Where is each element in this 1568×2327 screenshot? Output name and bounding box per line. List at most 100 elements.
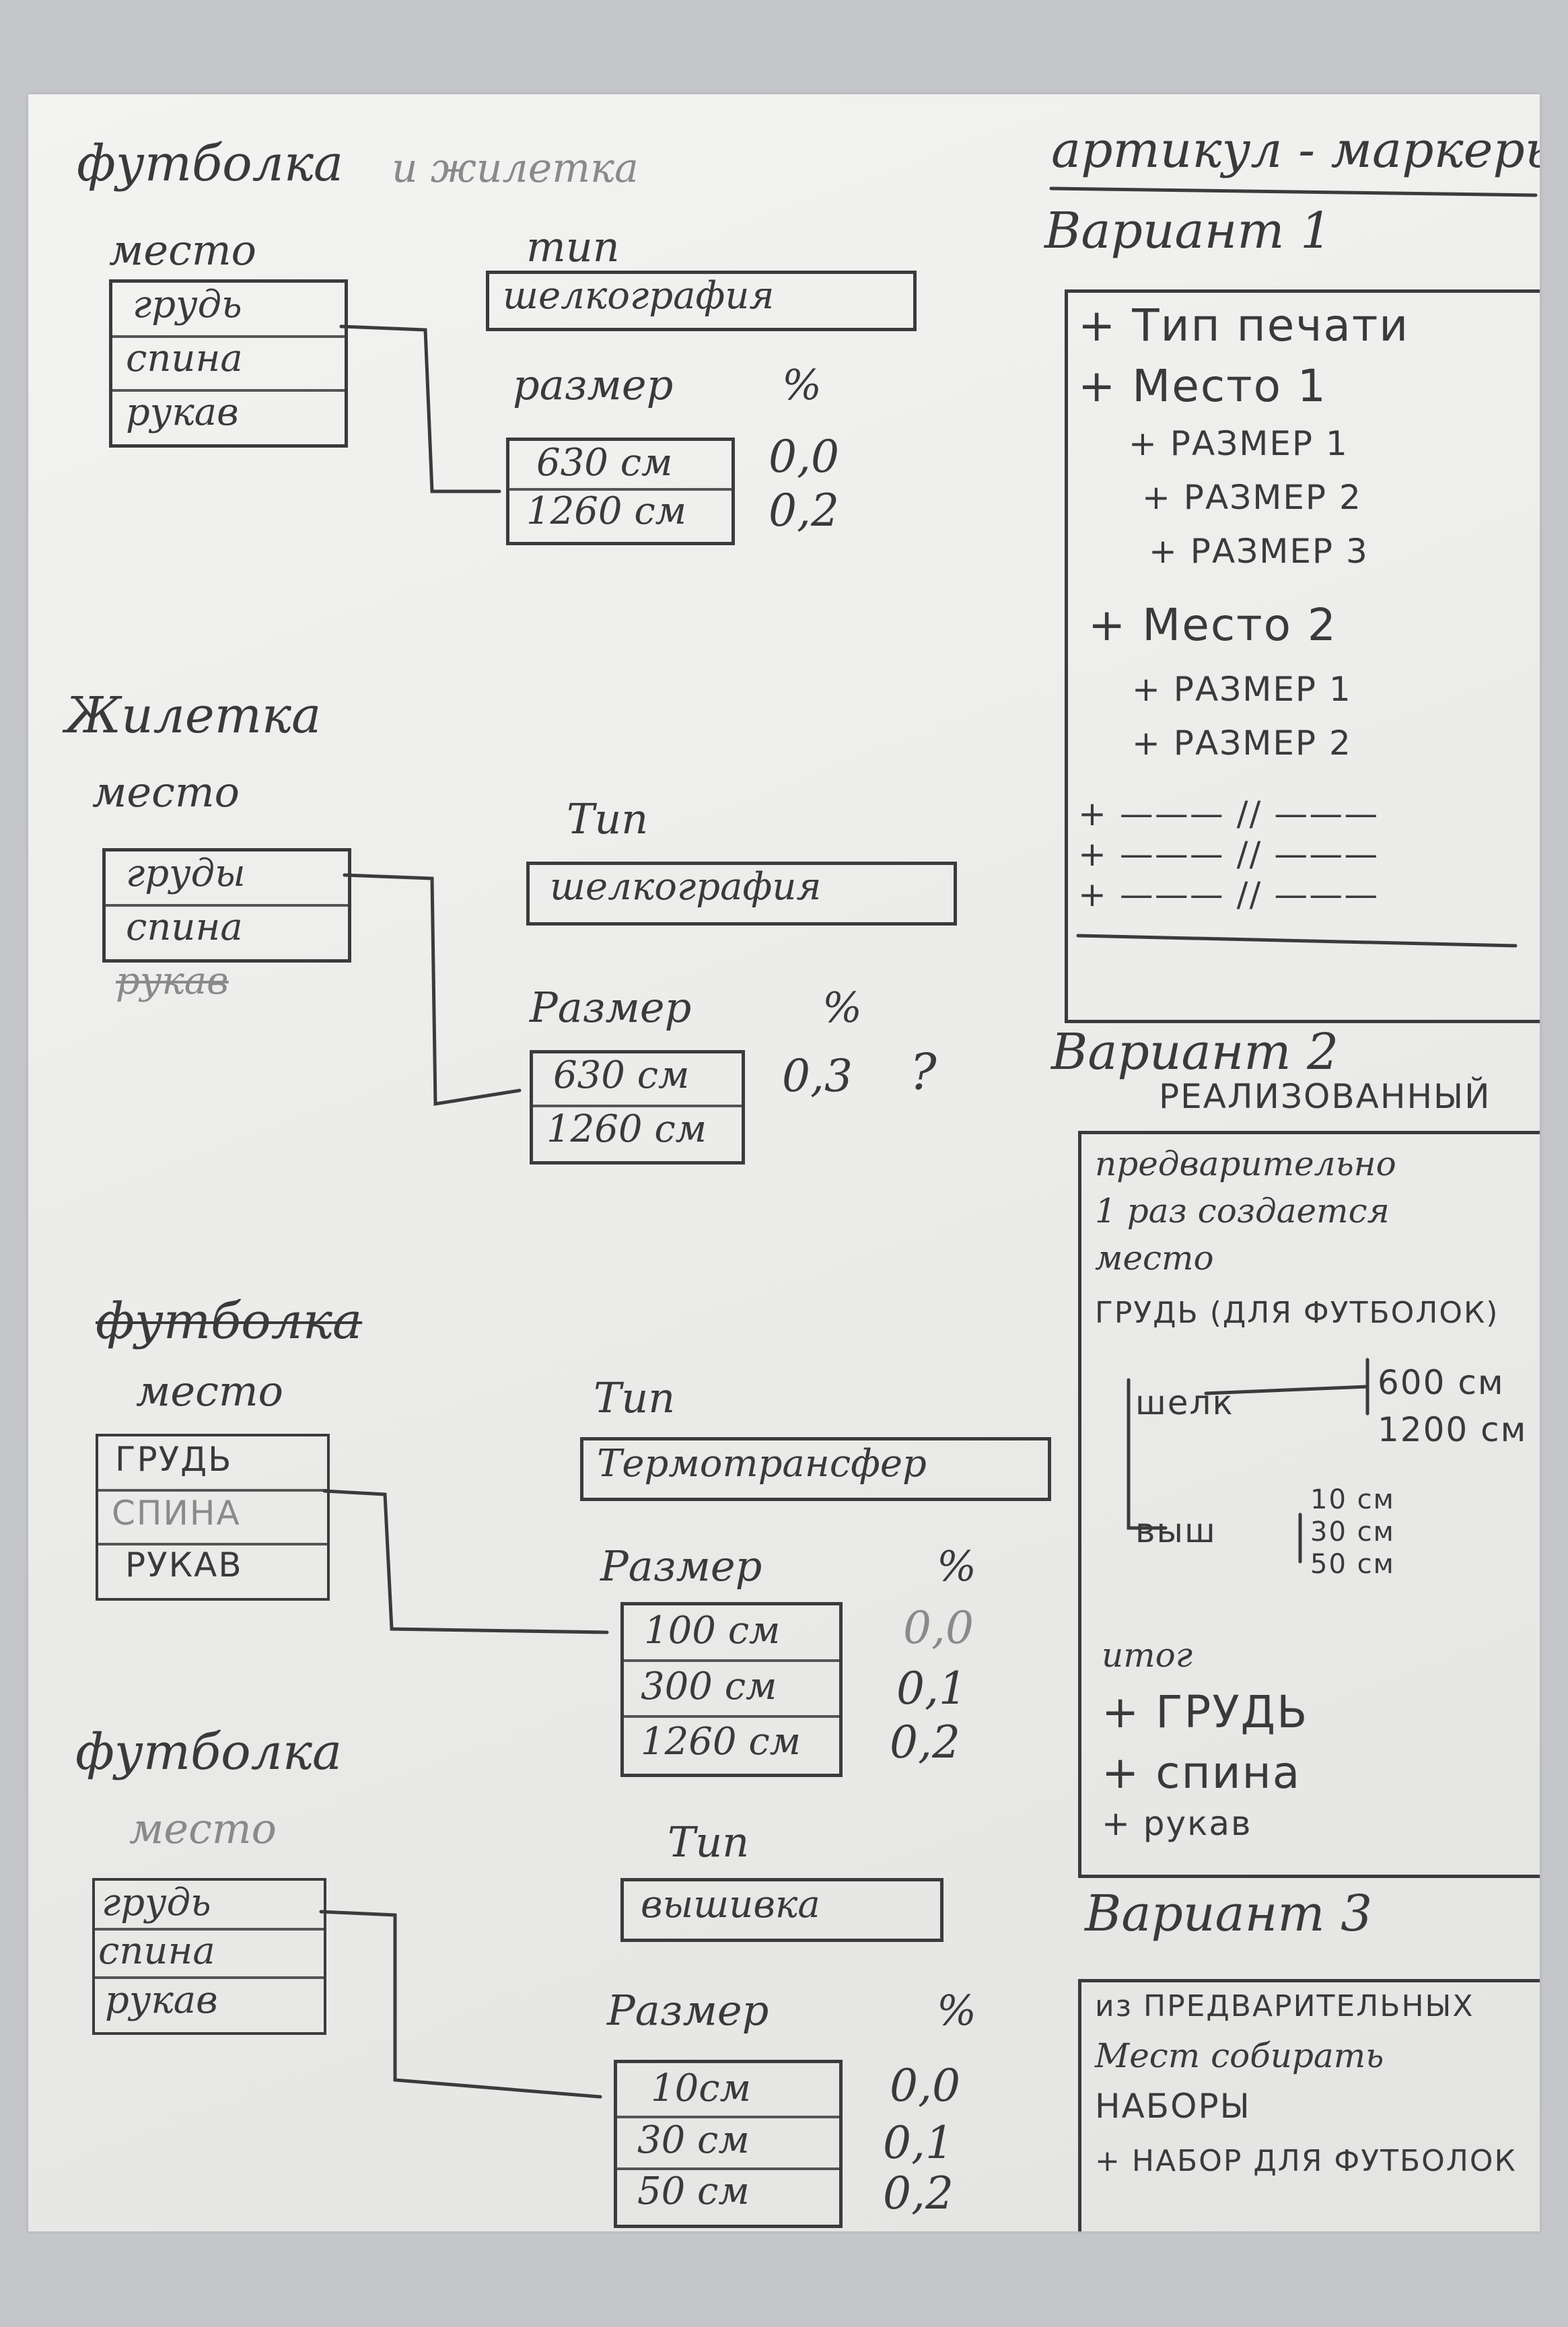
variant2-desc: 1 раз создается: [1095, 1191, 1390, 1230]
variant2-embr: выш: [1135, 1511, 1217, 1550]
variant2-total-label: итог: [1102, 1636, 1192, 1675]
pct-cell: 0,2: [883, 2167, 954, 2219]
pct-cell: 0,1: [896, 1663, 967, 1714]
variant3-title: Вариант 3: [1085, 1885, 1373, 1943]
variant1-dash-line: + ——— // ———: [1078, 875, 1380, 914]
type-value: вышивка: [641, 1883, 820, 1926]
variant3-line: из ПРЕДВАРИТЕЛЬНЫХ: [1095, 1989, 1474, 2023]
pct-cell: 0,1: [883, 2117, 954, 2169]
variant2-silk-size: 600 см: [1378, 1363, 1505, 1402]
size-cell: 100 см: [644, 1609, 781, 1653]
variant1-title: Вариант 1: [1044, 202, 1332, 260]
place-item: ГРУДЬ: [115, 1440, 233, 1479]
variant2-silk-size: 1200 см: [1378, 1410, 1528, 1449]
section1-type-label: тип: [526, 222, 620, 271]
place-item: СПИНА: [112, 1494, 241, 1533]
size-cell: 630 см: [553, 1053, 690, 1097]
variant2-total-item: + ГРУДЬ: [1102, 1686, 1309, 1738]
variant2-subtitle: РЕАЛИЗОВАННЫЙ: [1159, 1077, 1491, 1116]
section3-type-label: Тип: [594, 1373, 676, 1422]
place-item-struck: рукав: [116, 959, 229, 1003]
pct-cell: 0,0: [903, 1602, 974, 1654]
variant1-line: + РАЗМЕР 1: [1129, 424, 1349, 463]
section1-title-faded: и жилетка: [392, 145, 639, 192]
variant2-embr-size: 10 см: [1310, 1484, 1395, 1515]
connector-arrow: [339, 324, 501, 493]
section2-place-list: груды спина: [102, 848, 351, 963]
place-item: грудь: [102, 1881, 211, 1924]
type-value: шелкография: [503, 274, 775, 318]
size-cell: 1260 см: [546, 1107, 707, 1151]
connector-arrow: [322, 1489, 609, 1634]
variant2-place: ГРУДЬ (ДЛЯ ФУТБОЛОК): [1095, 1296, 1499, 1330]
section4-size-table: 10см 30 см 50 см: [614, 2060, 843, 2228]
size-cell: 1260 см: [526, 489, 687, 533]
type-value: Термотрансфер: [597, 1442, 927, 1486]
section1-size-table: 630 см 1260 см: [506, 438, 735, 545]
section1-title: футболка: [77, 135, 344, 193]
section4-place-list: грудь спина рукав: [92, 1878, 326, 2035]
pct-cell: 0,0: [890, 2060, 960, 2112]
variant1-box: + Тип печати + Место 1 + РАЗМЕР 1 + РАЗМ…: [1065, 289, 1540, 1023]
place-item: грудь: [133, 283, 242, 326]
section4-place-label: место: [129, 1804, 277, 1853]
connector-lines: [319, 186, 1538, 2099]
variant2-desc: предварительно: [1095, 1144, 1396, 1183]
variant1-dash-line: + ——— // ———: [1078, 835, 1380, 874]
pct-cell: 0,2: [890, 1716, 960, 1768]
size-cell: 300 см: [641, 1665, 777, 1708]
place-item: рукав: [105, 1978, 218, 2022]
section1-place-label: место: [109, 225, 256, 275]
variant3-line: Мест собирать: [1095, 2036, 1384, 2075]
section3-place-label: место: [136, 1366, 283, 1416]
section2-size-table: 630 см 1260 см: [530, 1050, 745, 1165]
section2-type-label: Тип: [567, 794, 649, 843]
variant3-line: + НАБОР ДЛЯ ФУТБОЛОК: [1095, 2144, 1517, 2178]
variant3-line: НАБОРЫ: [1095, 2087, 1251, 2126]
size-cell: 50 см: [637, 2169, 750, 2213]
section4-size-label: Размер: [607, 1986, 769, 2035]
variant2-desc: место: [1095, 1239, 1214, 1278]
section1-place-list: грудь спина рукав: [109, 279, 348, 448]
section1-percent-label: %: [782, 360, 822, 409]
connector-arrow: [319, 1910, 602, 2099]
section1-size-label: размер: [513, 360, 674, 409]
variant1-line: + РАЗМЕР 2: [1142, 478, 1362, 517]
place-item: груды: [126, 852, 246, 895]
right-title: артикул - маркеры: [1051, 121, 1540, 179]
pct-cell: 0,0: [769, 431, 839, 483]
section3-place-list: ГРУДЬ СПИНА РУКАВ: [96, 1434, 330, 1601]
size-cell: 30 см: [637, 2118, 750, 2162]
question-mark: ?: [910, 1043, 937, 1101]
size-cell: 10см: [651, 2066, 752, 2110]
connector-arrow: [343, 873, 522, 1106]
pct-cell: 0,2: [769, 485, 839, 536]
variant1-dash-line: + ——— // ———: [1078, 794, 1380, 833]
variant1-underline: [1076, 934, 1518, 948]
variant2-embr-size: 30 см: [1310, 1517, 1395, 1548]
section2-percent-label: %: [822, 983, 862, 1032]
place-item: спина: [126, 337, 243, 380]
variant2-bracket: [1204, 1358, 1369, 1416]
place-item: спина: [126, 905, 243, 949]
variant1-line: + РАЗМЕР 3: [1149, 532, 1369, 571]
section2-type-box: шелкография: [526, 862, 957, 926]
size-cell: 630 см: [536, 441, 673, 485]
section3-type-box: Термотрансфер: [580, 1437, 1051, 1501]
section4-type-label: Тип: [668, 1817, 750, 1867]
section2-title: Жилетка: [65, 687, 322, 744]
variant1-line: + Тип печати: [1078, 300, 1410, 351]
size-cell: 1260 см: [641, 1720, 801, 1764]
variant2-embr-size: 50 см: [1310, 1549, 1395, 1580]
variant2-total-item: + рукав: [1102, 1804, 1252, 1843]
section4-title: футболка: [75, 1723, 343, 1781]
variant2-title: Вариант 2: [1051, 1023, 1339, 1081]
place-item: спина: [98, 1929, 215, 1973]
section3-size-table: 100 см 300 см 1260 см: [620, 1602, 843, 1777]
section2-size-label: Размер: [530, 983, 692, 1032]
section2-place-label: место: [92, 767, 240, 817]
section3-percent-label: %: [937, 1541, 976, 1591]
variant2-silk: шелк: [1135, 1383, 1234, 1422]
variant2-total-item: + спина: [1102, 1747, 1302, 1799]
variant1-line: + Место 1: [1078, 360, 1327, 412]
